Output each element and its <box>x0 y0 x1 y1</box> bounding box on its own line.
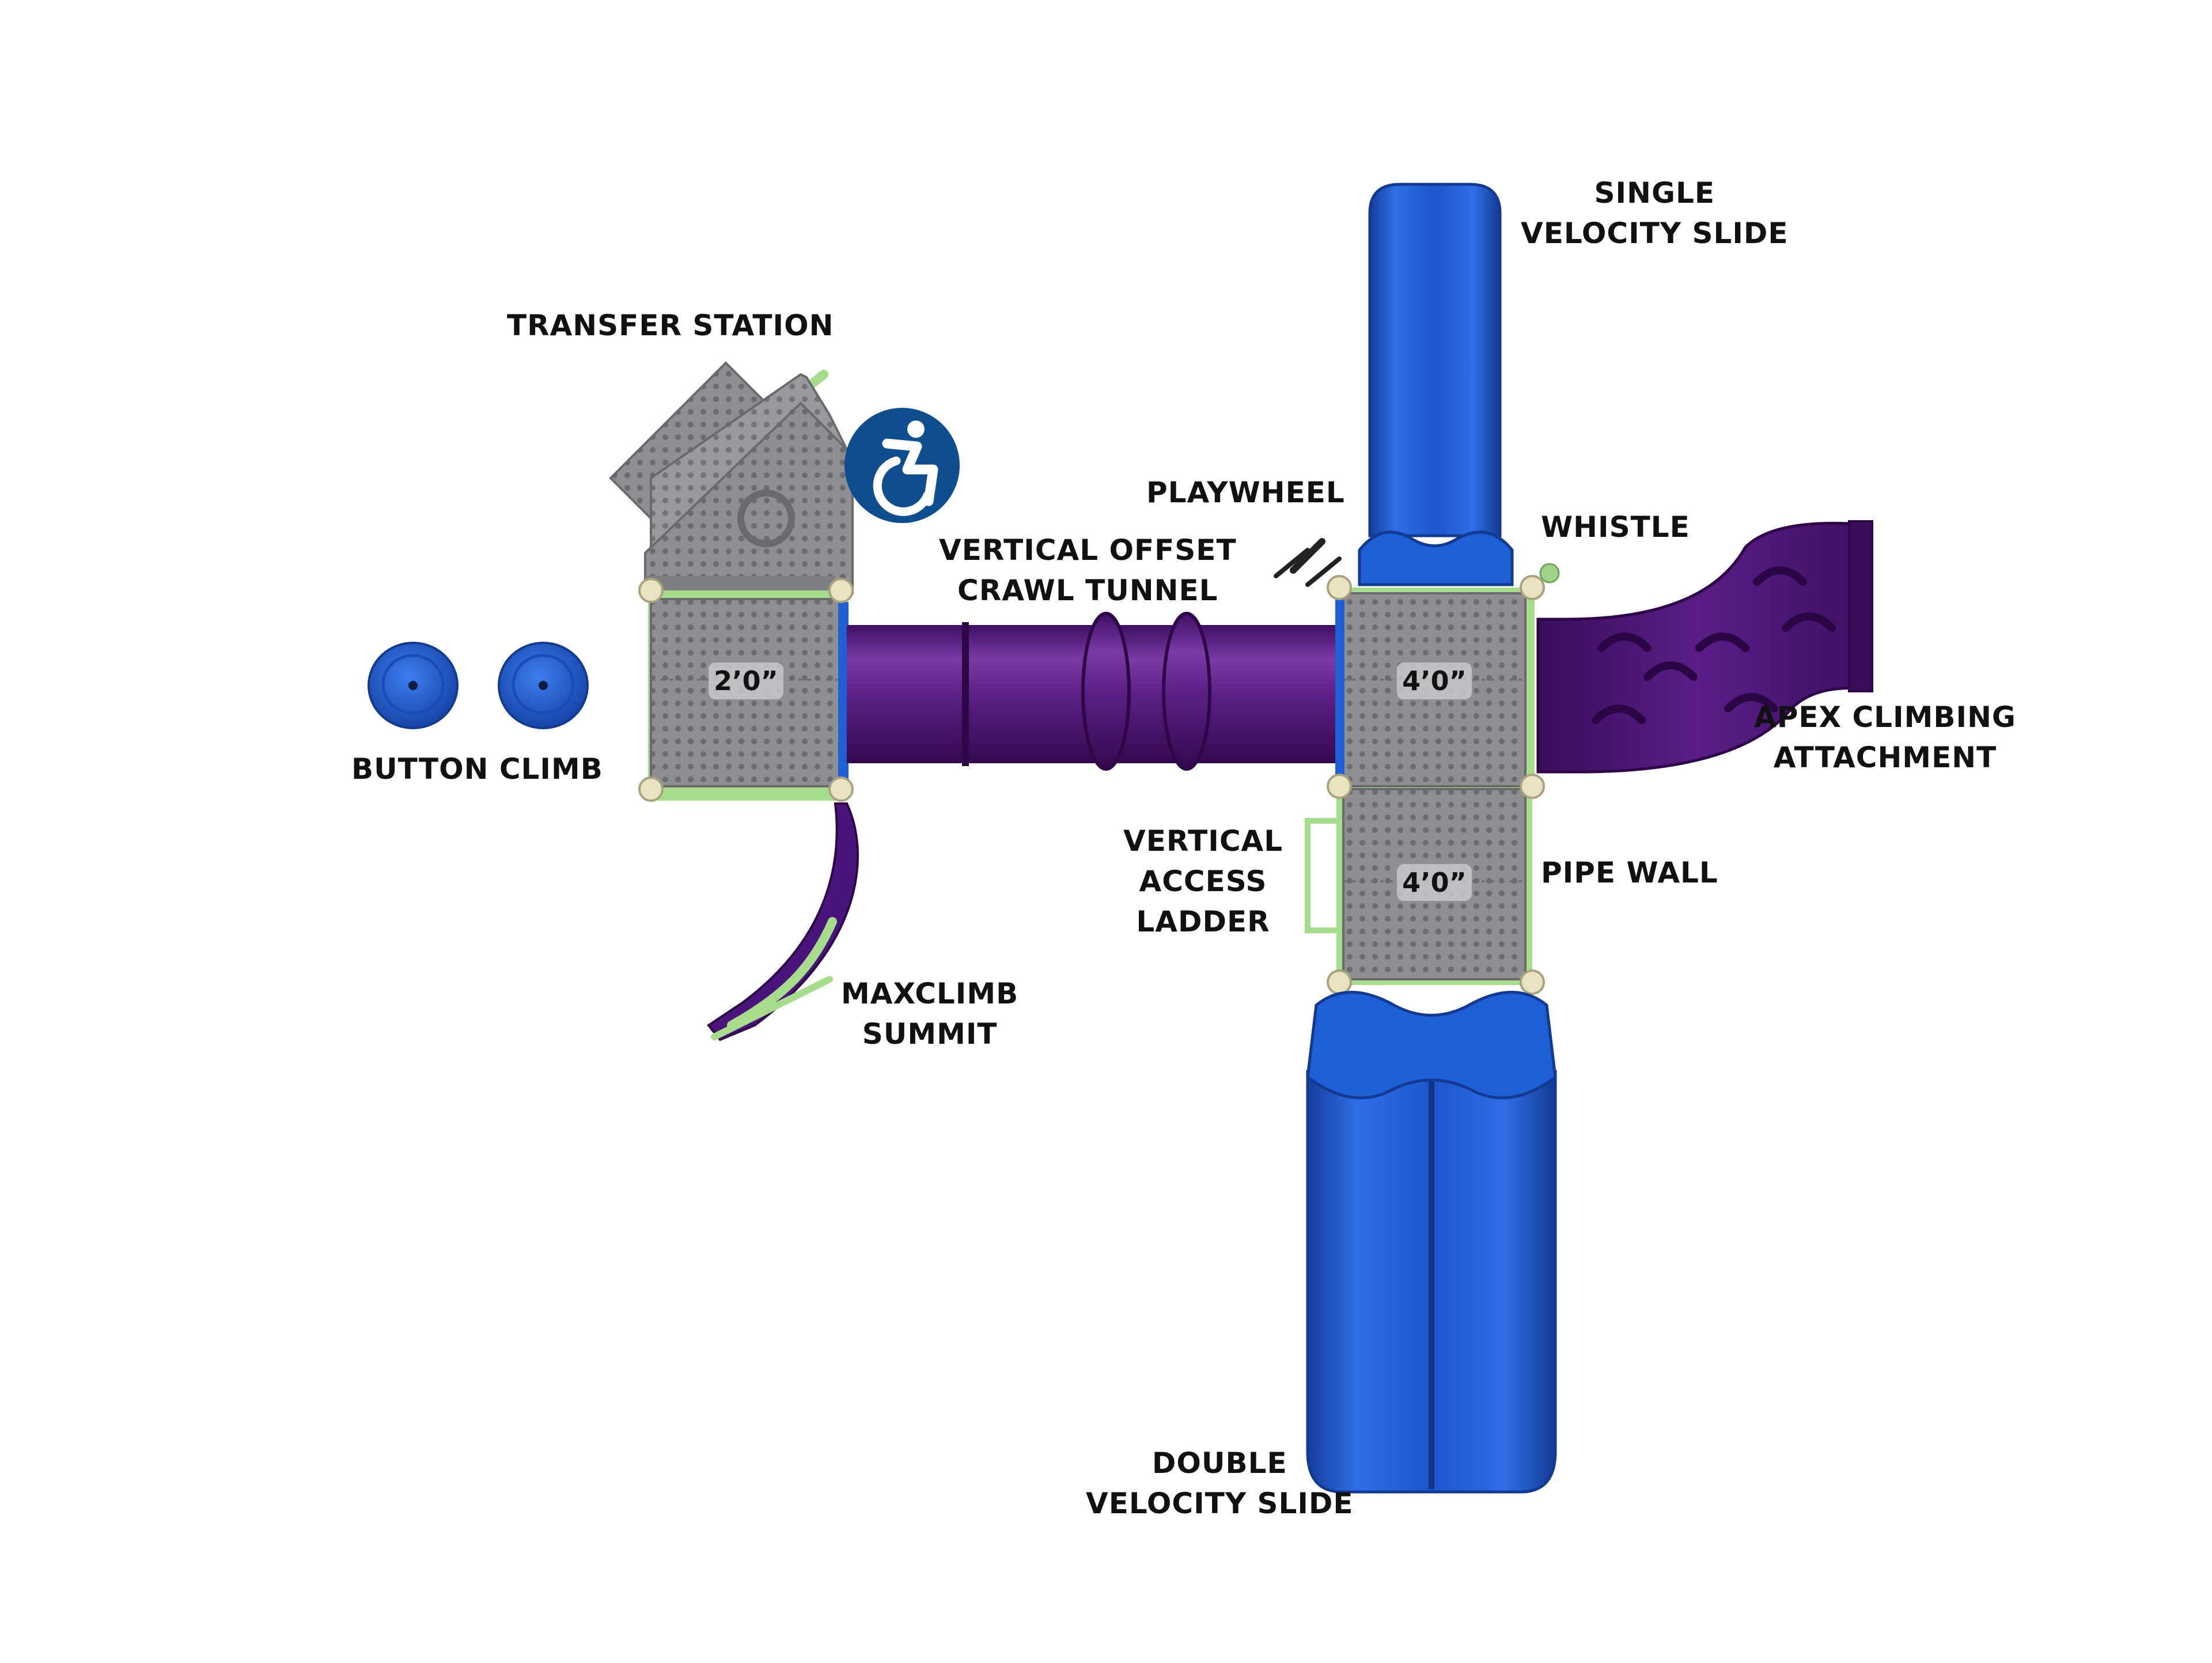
button-climb-label: BUTTON CLIMB <box>351 752 603 786</box>
maxclimb-summit-label: MAXCLIMB SUMMIT <box>841 977 1019 1051</box>
single-velocity-slide-label: SINGLE VELOCITY SLIDE <box>1521 176 1789 250</box>
right-upper-deck-height: 4’0” <box>1402 665 1467 696</box>
vertical-offset-crawl-tunnel-label: VERTICAL OFFSET CRAWL TUNNEL <box>939 533 1237 607</box>
transfer-station-label: TRANSFER STATION <box>507 309 834 342</box>
maxclimb-summit <box>707 802 859 1041</box>
button-climb <box>368 642 589 729</box>
playwheel <box>1274 538 1342 587</box>
transfer-station <box>609 361 854 599</box>
left-deck-height: 2’0” <box>714 665 778 696</box>
double-velocity-slide-label: DOUBLE VELOCITY SLIDE <box>1086 1446 1354 1520</box>
left-deck <box>638 578 854 802</box>
whistle <box>1539 563 1560 584</box>
deck-height-labels: 2’0” 4’0” 4’0” <box>709 662 1472 901</box>
whistle-label: WHISTLE <box>1541 510 1690 544</box>
double-velocity-slide <box>1306 991 1557 1494</box>
vertical-offset-crawl-tunnel <box>847 612 1348 771</box>
right-lower-deck-height: 4’0” <box>1402 867 1467 898</box>
pipe-wall-label: PIPE WALL <box>1541 856 1718 889</box>
apex-climbing-attachment-label: APEX CLIMBING ATTACHMENT <box>1754 700 2016 774</box>
accessible-wheelchair-icon <box>844 408 960 523</box>
playwheel-label: PLAYWHEEL <box>1146 476 1345 509</box>
single-velocity-slide <box>1358 183 1514 586</box>
right-decks <box>1305 575 1545 995</box>
apex-climbing-attachment <box>1536 520 1873 774</box>
vertical-access-ladder-label: VERTICAL ACCESS LADDER <box>1123 824 1283 938</box>
